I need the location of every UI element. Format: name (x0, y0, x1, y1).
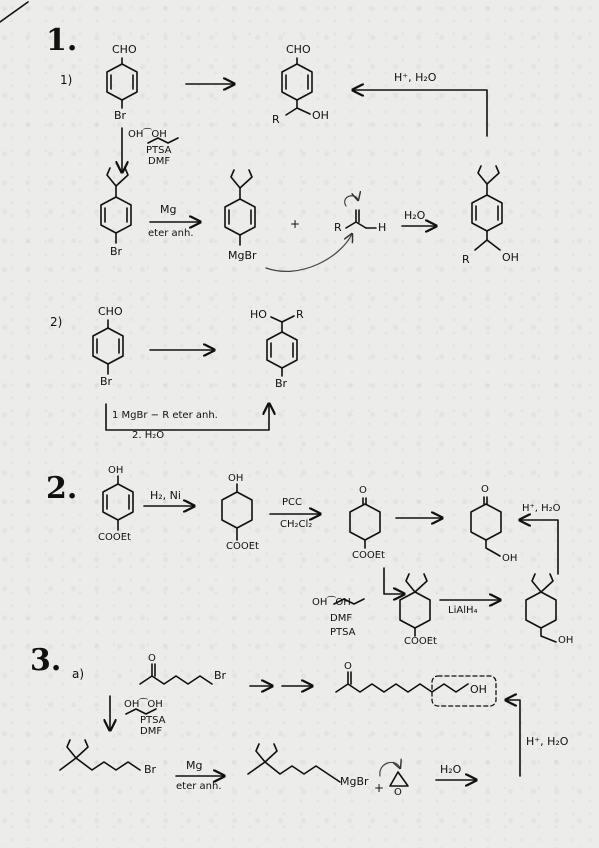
s1-deprotect-return (353, 90, 488, 137)
s3-sub-label: a) (72, 667, 85, 681)
s1-aldehyde-h: H (378, 221, 387, 234)
s3-deprotect-return (506, 700, 521, 777)
s1-carbonyl-curl (344, 196, 358, 207)
s2-phenol-cooet: COOEt (98, 532, 131, 543)
s1-plus: + (290, 217, 301, 231)
s3-water: H₂O (440, 763, 462, 776)
s2-protect-ptsa: PTSA (330, 627, 356, 638)
s1-grignard-mgbr: MgBr (228, 249, 257, 262)
s1-part1-label: 1) (60, 73, 73, 87)
s2-diol-line (333, 598, 365, 605)
s1-acetal-grignard (224, 169, 256, 246)
s2-arrow-protect (383, 567, 404, 594)
s1-part2-label: 2) (50, 315, 63, 329)
s2-deprotect-reagent: H⁺, H₂O (522, 503, 561, 514)
s3-grignard-mgbr: MgBr (340, 775, 369, 788)
s1-start-cho: CHO (112, 43, 137, 56)
s1-acetal-alcohol-product (471, 165, 503, 251)
s2-ketal-ester (399, 573, 431, 637)
s3-target-oh: OH (470, 683, 487, 696)
s1-aldehyde-r: R (334, 221, 342, 234)
s1-product-oh: OH (502, 251, 519, 264)
s3-target-o: O (344, 661, 352, 672)
s2-phenol-ester (102, 475, 134, 531)
section-3-number: 3. (30, 643, 62, 678)
s2-ketone-ester (349, 497, 381, 549)
s3-diol-line (125, 708, 157, 715)
s1-target-cho: CHO (286, 43, 311, 56)
s2-pcc: PCC (282, 497, 302, 508)
s2-ketal-alcohol (525, 573, 557, 643)
s1-grignard-mg: Mg (160, 203, 177, 216)
s3-deprotect-reagent: H⁺, H₂O (526, 735, 569, 748)
s2-ketal-ester-cooet: COOEt (404, 636, 437, 647)
s1p2-start-cho: CHO (98, 305, 123, 318)
s1-curved-electron-arrow (265, 234, 352, 272)
section-1-number: 1. (46, 23, 78, 58)
s2-ketal-alcohol-oh: OH (558, 635, 574, 646)
s1-protect-ptsa: PTSA (146, 145, 172, 156)
s1-protect-diol: OH⁀OH (128, 129, 167, 140)
s3-protect-dmf: DMF (140, 726, 163, 737)
s1p2-step2: 2. H₂O (132, 430, 165, 441)
s3-grignard-solvent: eter anh. (176, 781, 222, 792)
s3-start-bromoketone (139, 663, 213, 685)
s1p2-start (92, 319, 124, 375)
s1p2-start-br: Br (100, 375, 113, 388)
s1p2-product-r: R (296, 308, 304, 321)
s3-protect-ptsa: PTSA (140, 715, 166, 726)
s1-protect-dmf: DMF (148, 156, 171, 167)
s1-target-oh: OH (312, 109, 329, 122)
s1-product-r: R (462, 253, 470, 266)
s1p2-product-ho: HO (250, 308, 267, 321)
s3-epoxide-o: O (394, 787, 402, 798)
s2-target-o: O (481, 484, 489, 495)
s1-grignard-solvent: eter anh. (148, 228, 194, 239)
s2-ketone-cooet: COOEt (352, 550, 385, 561)
s3-target-ketoalcohol (335, 671, 469, 693)
s2-ketone-o: O (359, 485, 367, 496)
s2-target-ketone-alcohol (470, 496, 502, 557)
s1-water: H₂O (404, 209, 426, 222)
s2-deprotect-return (520, 520, 559, 575)
s3-plus: + (374, 781, 385, 795)
s2-phenol-oh: OH (108, 465, 124, 476)
s3-start-br: Br (214, 669, 227, 682)
s1p2-product-br: Br (275, 377, 288, 390)
s3-ketal-br: Br (144, 763, 157, 776)
s1-deprotect-reagent: H⁺, H₂O (394, 71, 437, 84)
s1p2-conditions-bracket (105, 404, 269, 431)
s2-cyclohexanol-oh: OH (228, 473, 244, 484)
section-2-number: 2. (46, 471, 78, 506)
s2-lialh4: LiAlH₄ (448, 605, 478, 616)
s3-grignard-mg: Mg (186, 759, 203, 772)
s2-cyclohexanol-ester (221, 483, 253, 541)
s3-protect-diol: OH⁀OH (124, 699, 163, 710)
s2-hydrogenation: H₂, Ni (150, 489, 181, 502)
s3-ketal-grignard (247, 743, 341, 783)
s1p2-step1: 1 MgBr − R eter anh. (112, 410, 218, 421)
s1-acetal-br: Br (110, 245, 123, 258)
s1-diol-line (147, 137, 179, 144)
s3-epoxide (379, 762, 409, 787)
s1-aldehyde (345, 209, 377, 229)
s1p2-product (266, 315, 298, 377)
s2-protect-dmf: DMF (330, 613, 353, 624)
s2-cyclohexanol-cooet: COOEt (226, 541, 259, 552)
s3-ketal-bromide (59, 739, 141, 771)
s1-start-benzaldehyde (106, 57, 138, 109)
s1-acetal-bromide (100, 167, 132, 244)
corner-mark (0, 1, 29, 23)
s1-target-benzylic-alcohol (281, 57, 313, 116)
s3-start-o: O (148, 653, 156, 664)
s1-target-r: R (272, 113, 280, 126)
s2-ch2cl2: CH₂Cl₂ (280, 519, 313, 530)
s2-protect-diol: OH⁀OH (312, 597, 351, 608)
s1-start-br: Br (114, 109, 127, 122)
s2-target-oh: OH (502, 553, 518, 564)
target-highlight-box (431, 675, 497, 707)
